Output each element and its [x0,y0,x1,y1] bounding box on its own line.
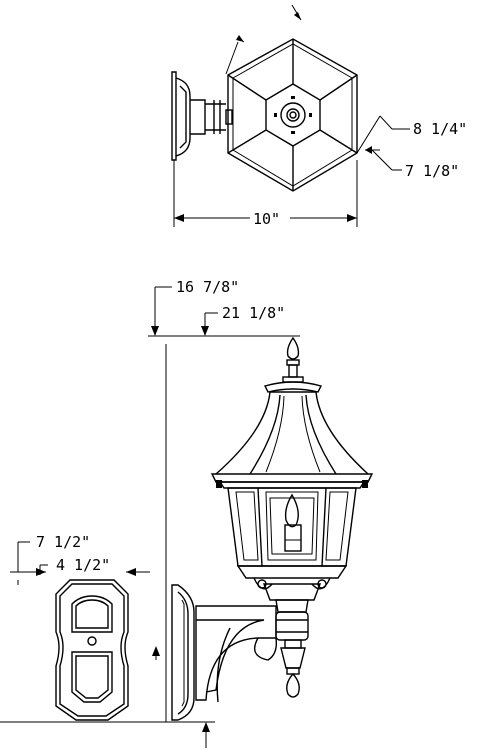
backplate-width-a-label: 7 1/2" [36,533,90,551]
side-height-b-label: 21 1/8" [222,304,285,322]
top-dim-b-label: 7 1/8" [405,162,459,180]
side-height-a-label: 16 7/8" [176,278,239,296]
top-dim-a-label: 8 1/4" [413,120,467,138]
backplate-view: 7 1/2" 4 1/2" [0,533,150,723]
top-width-label: 10" [253,210,280,228]
side-view: 16 7/8" 21 1/8" [148,278,374,748]
top-view: 10" 8 1/4" 7 1/8" [171,4,467,228]
backplate-width-b-label: 4 1/2" [56,556,110,574]
